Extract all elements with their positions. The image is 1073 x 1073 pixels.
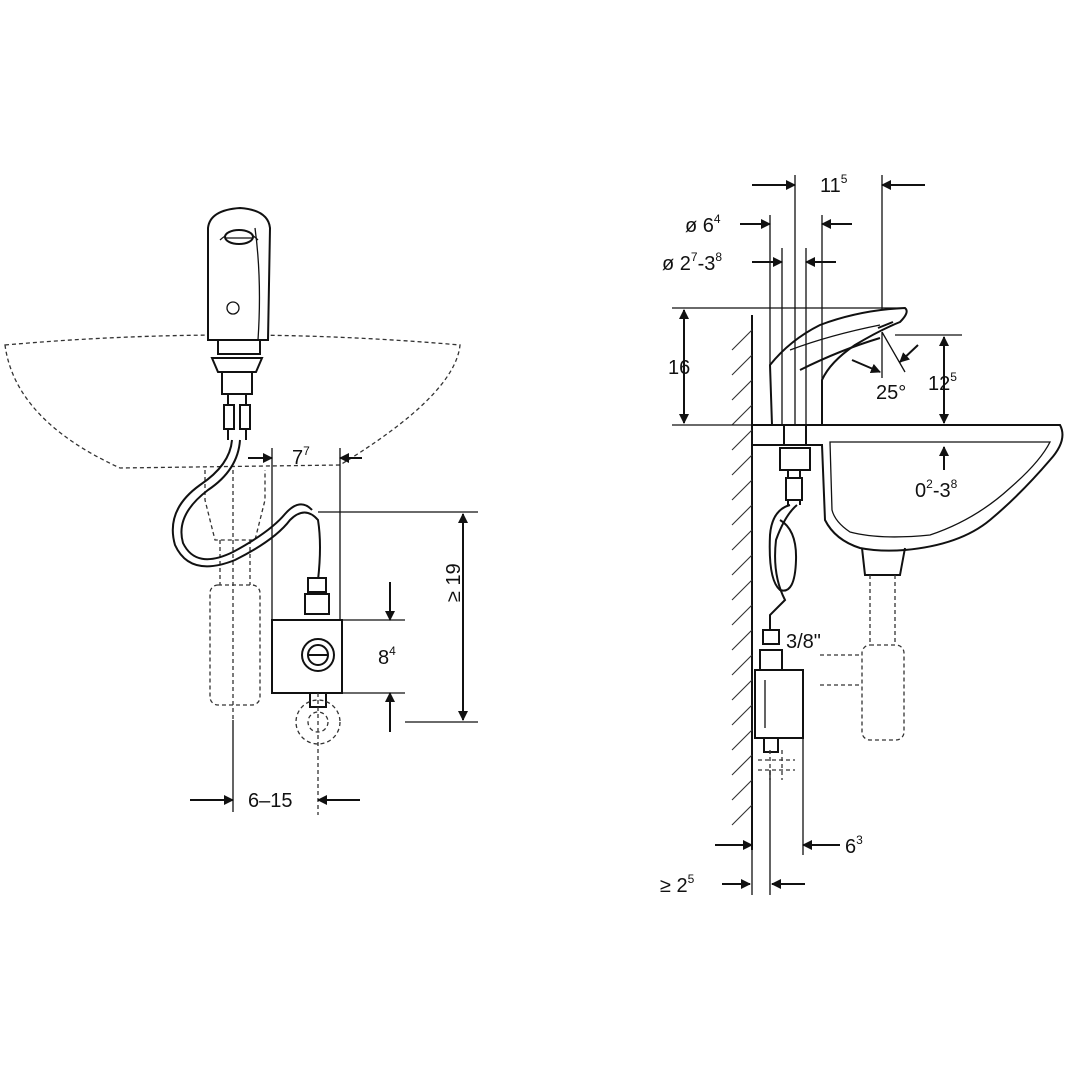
dim-o2-7-label: ø 2 xyxy=(662,253,691,275)
dim-6-15-label: 6–15 xyxy=(248,790,293,812)
dim-spout-angle: 25° xyxy=(851,331,919,404)
single-lever-faucet xyxy=(768,306,908,505)
svg-text:≥ 19: ≥ 19 xyxy=(443,563,465,602)
washbasin-outline xyxy=(4,334,461,469)
side-view: 115 ø 64 ø 27-38 16 xyxy=(660,172,1064,897)
dim-faucet-height: 16 xyxy=(668,307,905,426)
dim-deck-8-sup: 8 xyxy=(951,477,958,491)
washbasin-section xyxy=(752,424,1064,741)
dim-6-3-sup: 3 xyxy=(856,833,863,847)
connection-size-label: 3/8" xyxy=(786,631,821,653)
dim-11-5-label: 11 xyxy=(820,175,841,197)
dim-8-4-label: 8 xyxy=(378,647,389,669)
dim-pipe-diameter: ø 64 xyxy=(685,212,852,380)
dim-min-2-5-label: ≥ 2 xyxy=(660,875,688,897)
svg-text:02-38: 02-38 xyxy=(915,477,958,502)
dim-3-8-sup: 8 xyxy=(715,250,722,264)
dim-offset: 6–15 xyxy=(190,720,360,812)
dim-box-height: 84 xyxy=(342,582,405,732)
dim-deck-3-label: -3 xyxy=(933,480,951,502)
svg-text:77: 77 xyxy=(292,444,310,469)
front-view: 77 84 ≥ 19 6–15 xyxy=(4,206,478,815)
dim-6-3-label: 6 xyxy=(845,836,856,858)
wall xyxy=(731,315,753,850)
dim-min-height: ≥ 19 xyxy=(318,511,478,723)
dim-o6-4-sup: 4 xyxy=(714,212,721,226)
dim-hole-diameter: ø 27-38 xyxy=(662,248,836,425)
dim-spout-reach: 115 xyxy=(752,172,925,425)
dim-o2-7-sup: 7 xyxy=(691,250,698,264)
dim-12-5-label: 12 xyxy=(928,373,950,395)
dim-0-2-label: 0 xyxy=(915,480,926,502)
svg-text:ø 64: ø 64 xyxy=(685,212,721,237)
dim-spout-height: 125 xyxy=(895,334,962,424)
side-supply-hose xyxy=(768,504,798,592)
dim-min-19-label: ≥ 19 xyxy=(443,563,465,602)
dim-o6-4-label: ø 6 xyxy=(685,215,714,237)
side-control-box xyxy=(754,629,804,780)
dim-8-4-sup: 4 xyxy=(389,644,396,658)
dim-wall-clearance: ≥ 25 xyxy=(660,770,805,897)
dim-7-7-sup: 7 xyxy=(303,444,310,458)
svg-text:63: 63 xyxy=(845,833,863,858)
svg-text:≥ 25: ≥ 25 xyxy=(660,872,695,897)
sensor-faucet xyxy=(207,206,272,440)
svg-text:84: 84 xyxy=(378,644,396,669)
dim-16-label: 16 xyxy=(668,357,690,379)
dim-deck-thickness: 02-38 xyxy=(915,446,958,502)
dim-25-deg-label: 25° xyxy=(876,382,906,404)
dim-7-7-label: 7 xyxy=(292,447,303,469)
dim-min-2-5-sup: 5 xyxy=(688,872,695,886)
svg-text:115: 115 xyxy=(820,172,848,197)
dim-box-depth: 63 xyxy=(715,738,863,858)
svg-text:ø 27-38: ø 27-38 xyxy=(662,250,722,275)
dim-12-5-sup: 5 xyxy=(950,370,957,384)
control-box xyxy=(271,577,343,815)
dim-0-2-sup: 2 xyxy=(926,477,933,491)
svg-text:125: 125 xyxy=(928,370,957,395)
dim-11-5-sup: 5 xyxy=(841,172,848,186)
supply-hose xyxy=(171,439,321,581)
siphon-trap xyxy=(204,470,266,720)
dim-spout-to-box: 77 xyxy=(248,444,362,620)
dim-3-8-label: -3 xyxy=(698,253,716,275)
